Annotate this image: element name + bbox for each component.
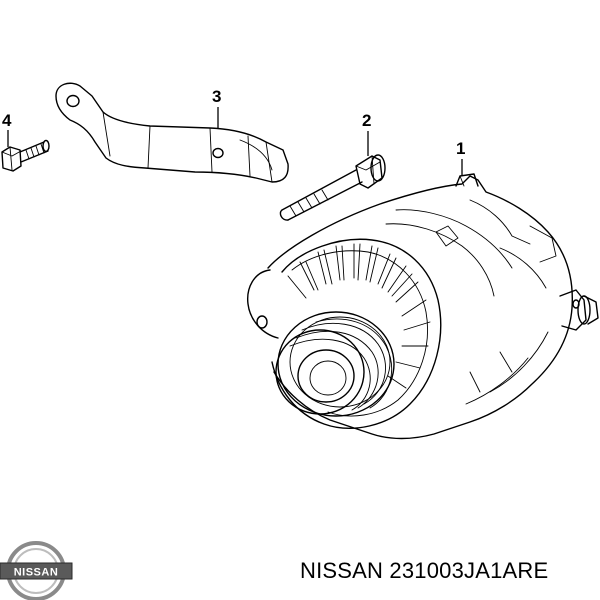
part-4-bolt — [1, 139, 50, 172]
part-1-alternator — [247, 173, 599, 440]
callout-2: 2 — [362, 111, 371, 130]
part-2-bolt — [279, 154, 386, 221]
nissan-logo: NISSAN — [0, 541, 73, 600]
callout-3: 3 — [212, 87, 221, 106]
logo-text: NISSAN — [14, 567, 59, 579]
callout-4: 4 — [2, 111, 12, 130]
part-3-bracket — [55, 82, 289, 183]
callout-1: 1 — [456, 139, 465, 158]
part-number: NISSAN 231003JA1ARE — [300, 558, 549, 583]
